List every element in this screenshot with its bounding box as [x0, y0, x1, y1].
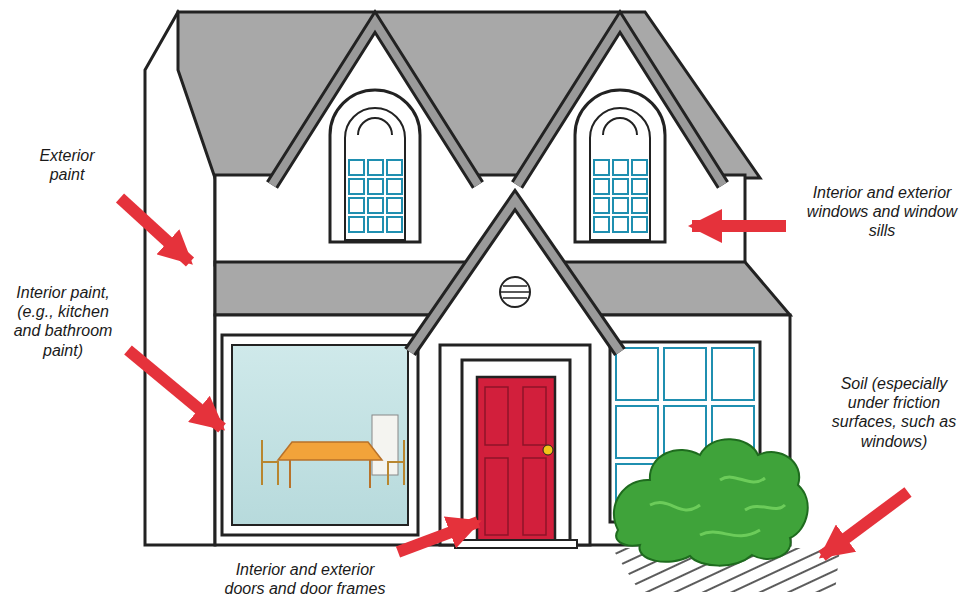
window-pane [368, 160, 383, 175]
window-pane [632, 198, 647, 213]
callout-label: Interior and exterior windows and window… [793, 183, 971, 241]
callout-label: Exterior paint [22, 146, 112, 184]
window-pane [349, 179, 364, 194]
window-pane [616, 348, 658, 400]
window-pane [387, 217, 402, 232]
callout-label: Soil (especially under friction surfaces… [818, 374, 970, 451]
window-pane [368, 179, 383, 194]
window-pane [349, 217, 364, 232]
window-pane [712, 348, 754, 400]
window-pane [632, 179, 647, 194]
window-pane [613, 198, 628, 213]
window-pane [594, 198, 609, 213]
window-pane [664, 348, 706, 400]
callout-label: Interior and exterior doors and door fra… [215, 560, 395, 598]
window-pane [594, 160, 609, 175]
window-pane [349, 160, 364, 175]
window-pane [613, 179, 628, 194]
window-pane [613, 160, 628, 175]
window-pane [594, 217, 609, 232]
window-pane [387, 160, 402, 175]
window-pane [632, 217, 647, 232]
window-pane [368, 217, 383, 232]
callout-label: Interior paint, (e.g., kitchen and bathr… [4, 283, 122, 360]
window-pane [613, 217, 628, 232]
window-pane [387, 179, 402, 194]
window-pane [387, 198, 402, 213]
window-pane [616, 406, 658, 458]
window-pane [632, 160, 647, 175]
window-pane [368, 198, 383, 213]
window-pane [594, 179, 609, 194]
window-pane [349, 198, 364, 213]
